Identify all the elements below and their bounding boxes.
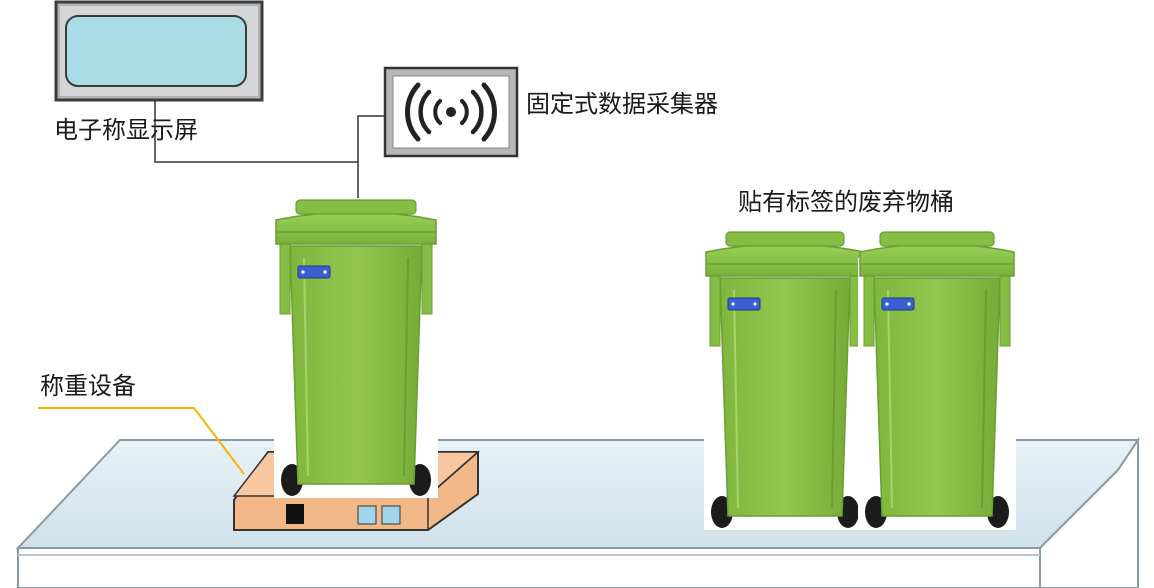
rfid-tag-icon [297,265,331,279]
waste-bin-tagged-1 [704,231,866,530]
wireless-signal-icon [405,82,497,142]
waste-bin-tagged-2 [858,231,1016,530]
connector-wires [154,100,385,198]
bin-body [719,277,851,517]
bin-body [873,277,1001,517]
data-collector-device [383,66,519,158]
scale-port [286,504,304,524]
bin-lid [705,243,865,277]
collector-label: 固定式数据采集器 [526,90,718,118]
scale-pointer-line [38,407,245,475]
waste-bins [274,199,1016,530]
scale-button-right [381,505,401,525]
waste-bin-on-scale [274,199,438,498]
bins-label: 贴有标签的废弃物桶 [738,188,954,216]
rfid-tag-icon [727,297,761,311]
display-screen [54,0,264,102]
monitor-screen-icon [65,15,247,87]
bin-lid [275,211,437,245]
bin-body [289,245,423,485]
scale-button-left [357,505,377,525]
scale-label: 称重设备 [40,372,136,400]
rfid-tag-icon [881,297,915,311]
bin-lid [859,243,1015,277]
display-label: 电子称显示屏 [54,116,198,144]
